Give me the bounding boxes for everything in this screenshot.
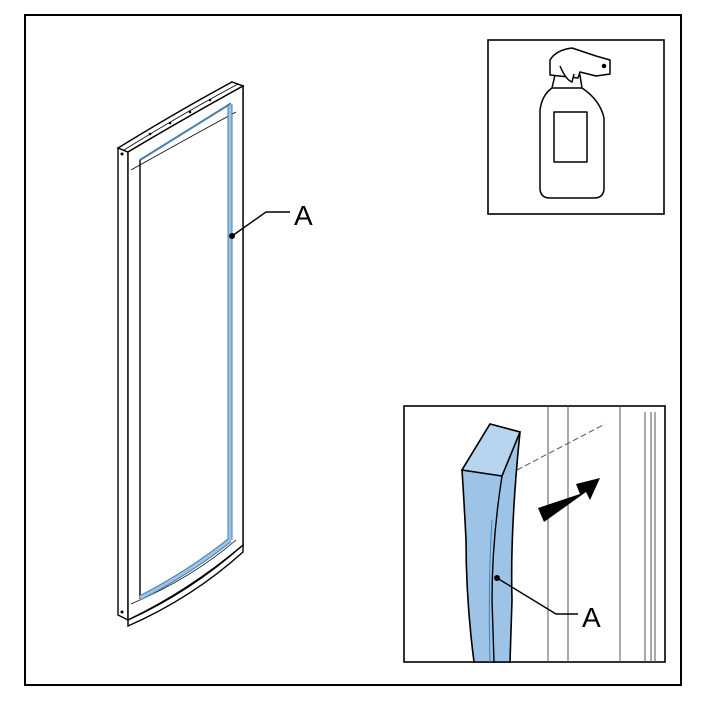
gasket-detail-icon xyxy=(460,406,656,663)
spray-bottle-icon xyxy=(539,47,611,199)
detail-callout xyxy=(494,575,578,615)
direction-arrow-icon xyxy=(538,478,600,522)
outer-frame xyxy=(24,14,682,686)
door-gasket xyxy=(138,103,233,601)
door-frame-drawing xyxy=(116,81,245,628)
detail-callout-label: A xyxy=(582,602,601,633)
inset-detail-frame xyxy=(403,405,666,663)
door-callout xyxy=(229,211,290,239)
hinge-dots xyxy=(120,98,212,614)
door-callout-label: A xyxy=(294,200,313,231)
